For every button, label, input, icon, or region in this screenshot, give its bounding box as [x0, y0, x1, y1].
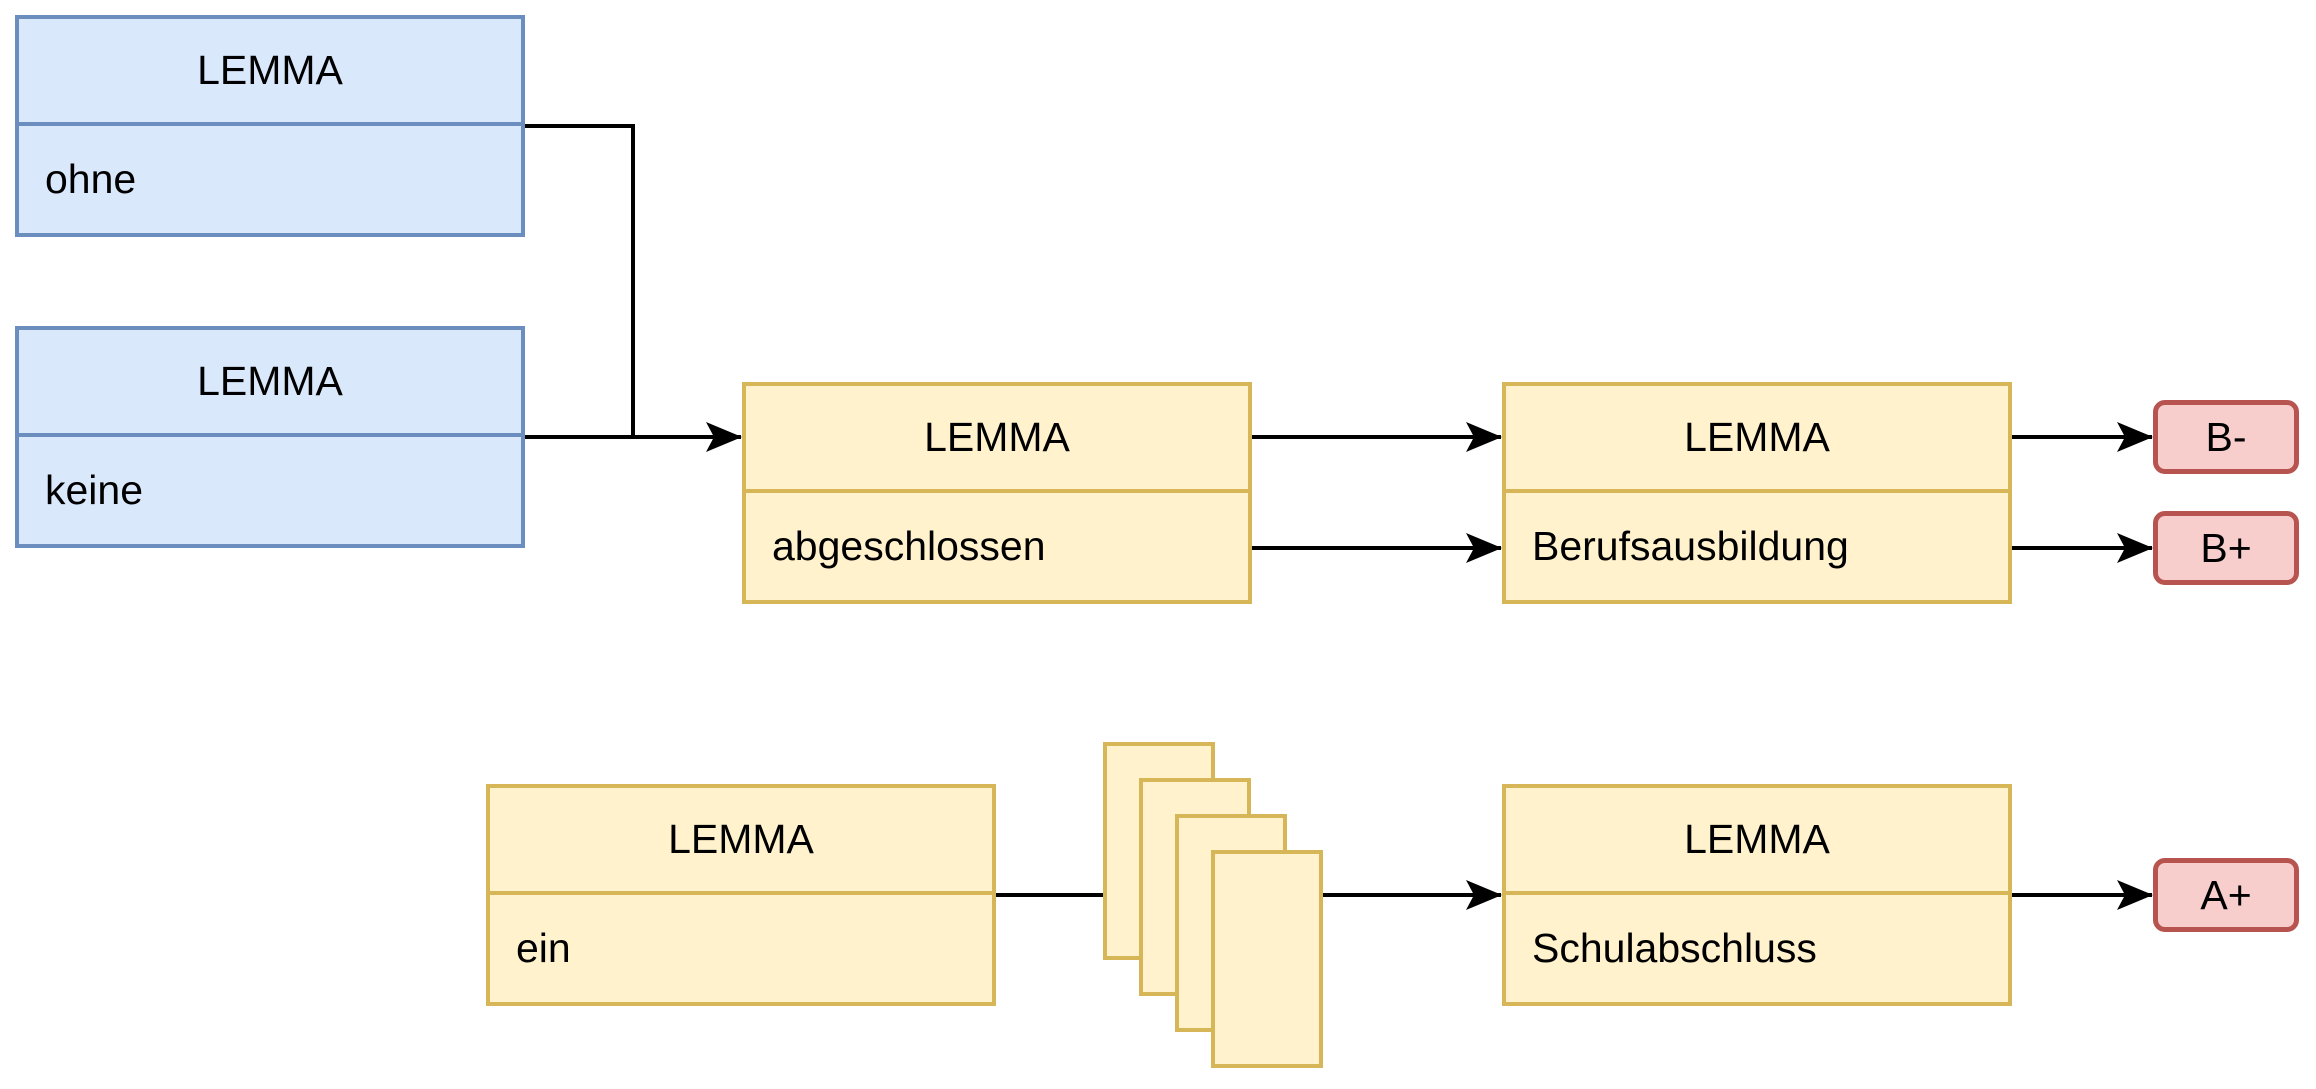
node-ohne-value: ohne: [45, 156, 137, 202]
node-ohne: LEMMA ohne: [15, 15, 525, 237]
node-keine: LEMMA keine: [15, 326, 525, 548]
badge-b-plus-label: B+: [2200, 524, 2252, 571]
node-abgeschlossen: LEMMA abgeschlossen: [742, 382, 1252, 604]
badge-b-minus: B-: [2153, 400, 2299, 474]
node-schulabschluss-value: Schulabschluss: [1532, 925, 1817, 971]
node-schulabschluss: LEMMA Schulabschluss: [1502, 784, 2012, 1006]
node-ein-header: LEMMA: [490, 788, 992, 895]
badge-a-plus-label: A+: [2200, 871, 2252, 918]
node-berufsausbildung-header: LEMMA: [1506, 386, 2008, 493]
node-ohne-header: LEMMA: [19, 19, 521, 126]
node-berufsausbildung-value: Berufsausbildung: [1532, 523, 1849, 569]
badge-b-minus-label: B-: [2205, 413, 2247, 460]
node-schulabschluss-header: LEMMA: [1506, 788, 2008, 895]
node-ein-value: ein: [516, 925, 571, 971]
node-keine-header: LEMMA: [19, 330, 521, 437]
node-abgeschlossen-value: abgeschlossen: [772, 523, 1046, 569]
node-keine-value: keine: [45, 467, 144, 513]
badge-b-plus: B+: [2153, 511, 2299, 585]
node-ein: LEMMA ein: [486, 784, 996, 1006]
stack-card-4: [1211, 850, 1323, 1068]
connector-ohne-to-junction: [525, 124, 635, 437]
node-abgeschlossen-header: LEMMA: [746, 386, 1248, 493]
node-berufsausbildung: LEMMA Berufsausbildung: [1502, 382, 2012, 604]
badge-a-plus: A+: [2153, 858, 2299, 932]
